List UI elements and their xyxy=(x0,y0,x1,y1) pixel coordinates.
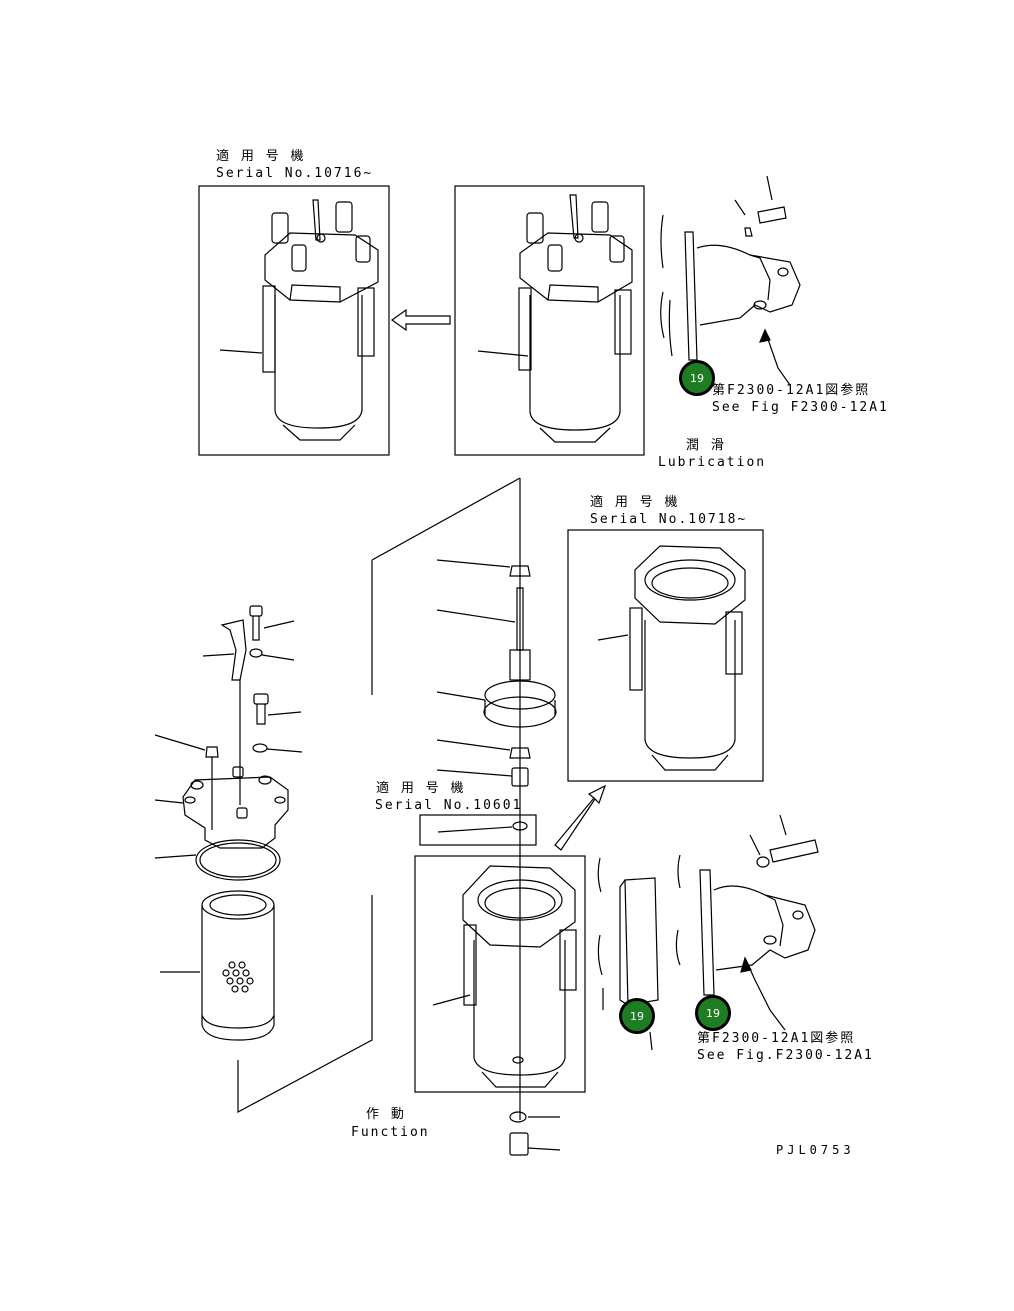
lubrication-label-en: Lubrication xyxy=(658,455,767,470)
figure-reference-jp-bottom: 第F2300-12A1図参照 xyxy=(697,1031,856,1046)
filter-housing-center xyxy=(414,855,586,1093)
callout-badge-19[interactable]: 19 xyxy=(695,995,731,1031)
filter-assembly-top-left xyxy=(198,185,390,456)
center-exploded-parts xyxy=(237,477,561,1156)
callout-badge-19[interactable]: 19 xyxy=(619,998,655,1034)
lubrication-label-jp: 潤 滑 xyxy=(686,438,726,453)
applicable-machine-label-top: 適 用 号 機 xyxy=(216,149,306,164)
elbow-flange-bottom xyxy=(597,814,819,1051)
serial-number-label-mid: Serial No.10718~ xyxy=(590,512,748,527)
function-label-en: Function xyxy=(351,1125,430,1140)
serial-number-label-top: Serial No.10716~ xyxy=(216,166,374,181)
serial-number-label-center: Serial No.10601 xyxy=(375,798,523,813)
figure-reference-en-bottom: See Fig.F2300-12A1 xyxy=(697,1048,874,1063)
drawing-code: PJL0753 xyxy=(776,1143,855,1157)
function-label-jp: 作 動 xyxy=(366,1107,406,1122)
figure-reference-en-top: See Fig F2300-12A1 xyxy=(712,400,889,415)
applicable-machine-label-mid: 適 用 号 機 xyxy=(590,495,680,510)
arrow-up-right xyxy=(554,784,607,851)
filter-assembly-top-middle xyxy=(454,185,645,456)
filter-housing-mid-right xyxy=(567,529,764,782)
callout-badge-19[interactable]: 19 xyxy=(679,360,715,396)
figure-reference-jp-top: 第F2300-12A1図参照 xyxy=(712,383,871,398)
elbow-flange-top xyxy=(660,175,801,386)
filter-element-left xyxy=(154,605,303,1041)
arrow-left xyxy=(390,308,451,332)
applicable-machine-label-center: 適 用 号 機 xyxy=(376,781,466,796)
